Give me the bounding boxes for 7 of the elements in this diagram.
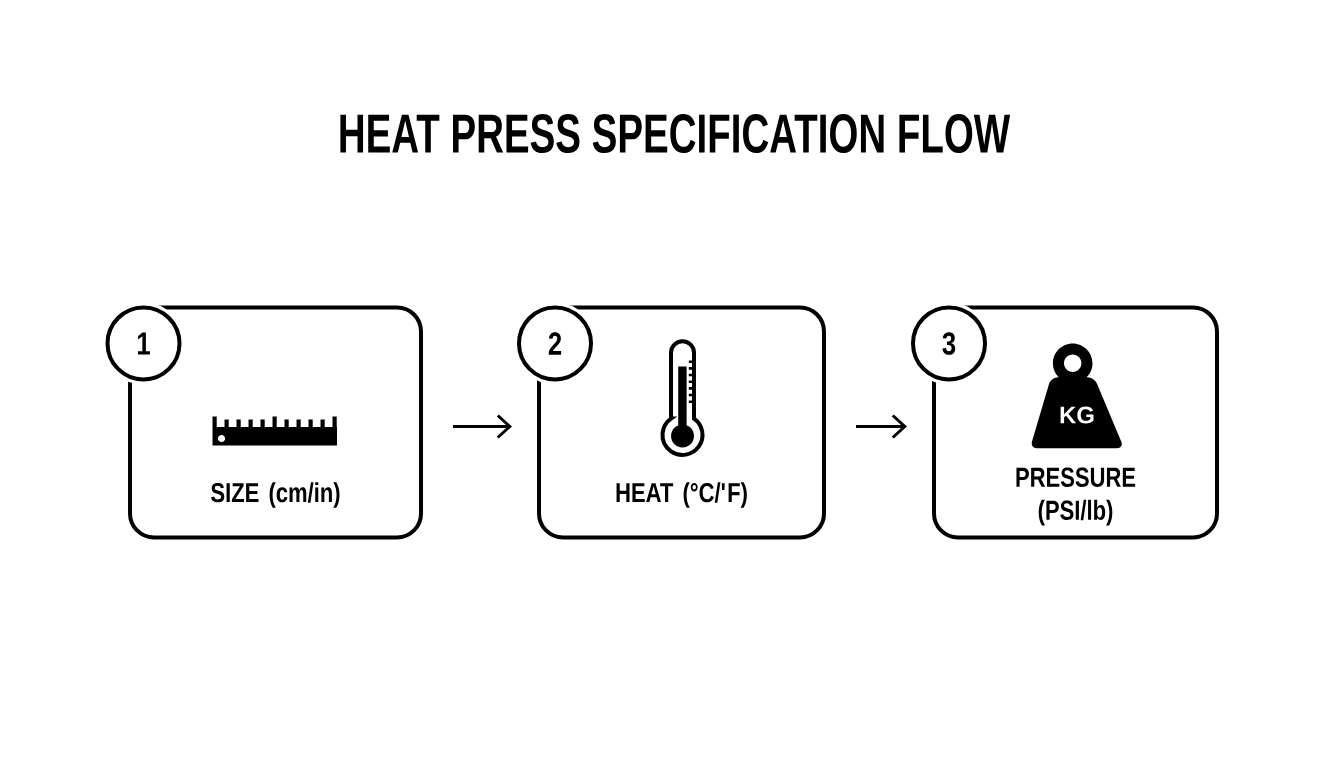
number-badge: 3 [908,302,990,385]
title: HEAT PRESS SPECIFICATION FLOW [340,114,1011,154]
weight-label: KG [1060,406,1094,424]
number-badge: 1 [102,302,185,385]
arrow [453,414,512,439]
number-badge: 2 [514,302,596,385]
arrow [856,414,907,439]
